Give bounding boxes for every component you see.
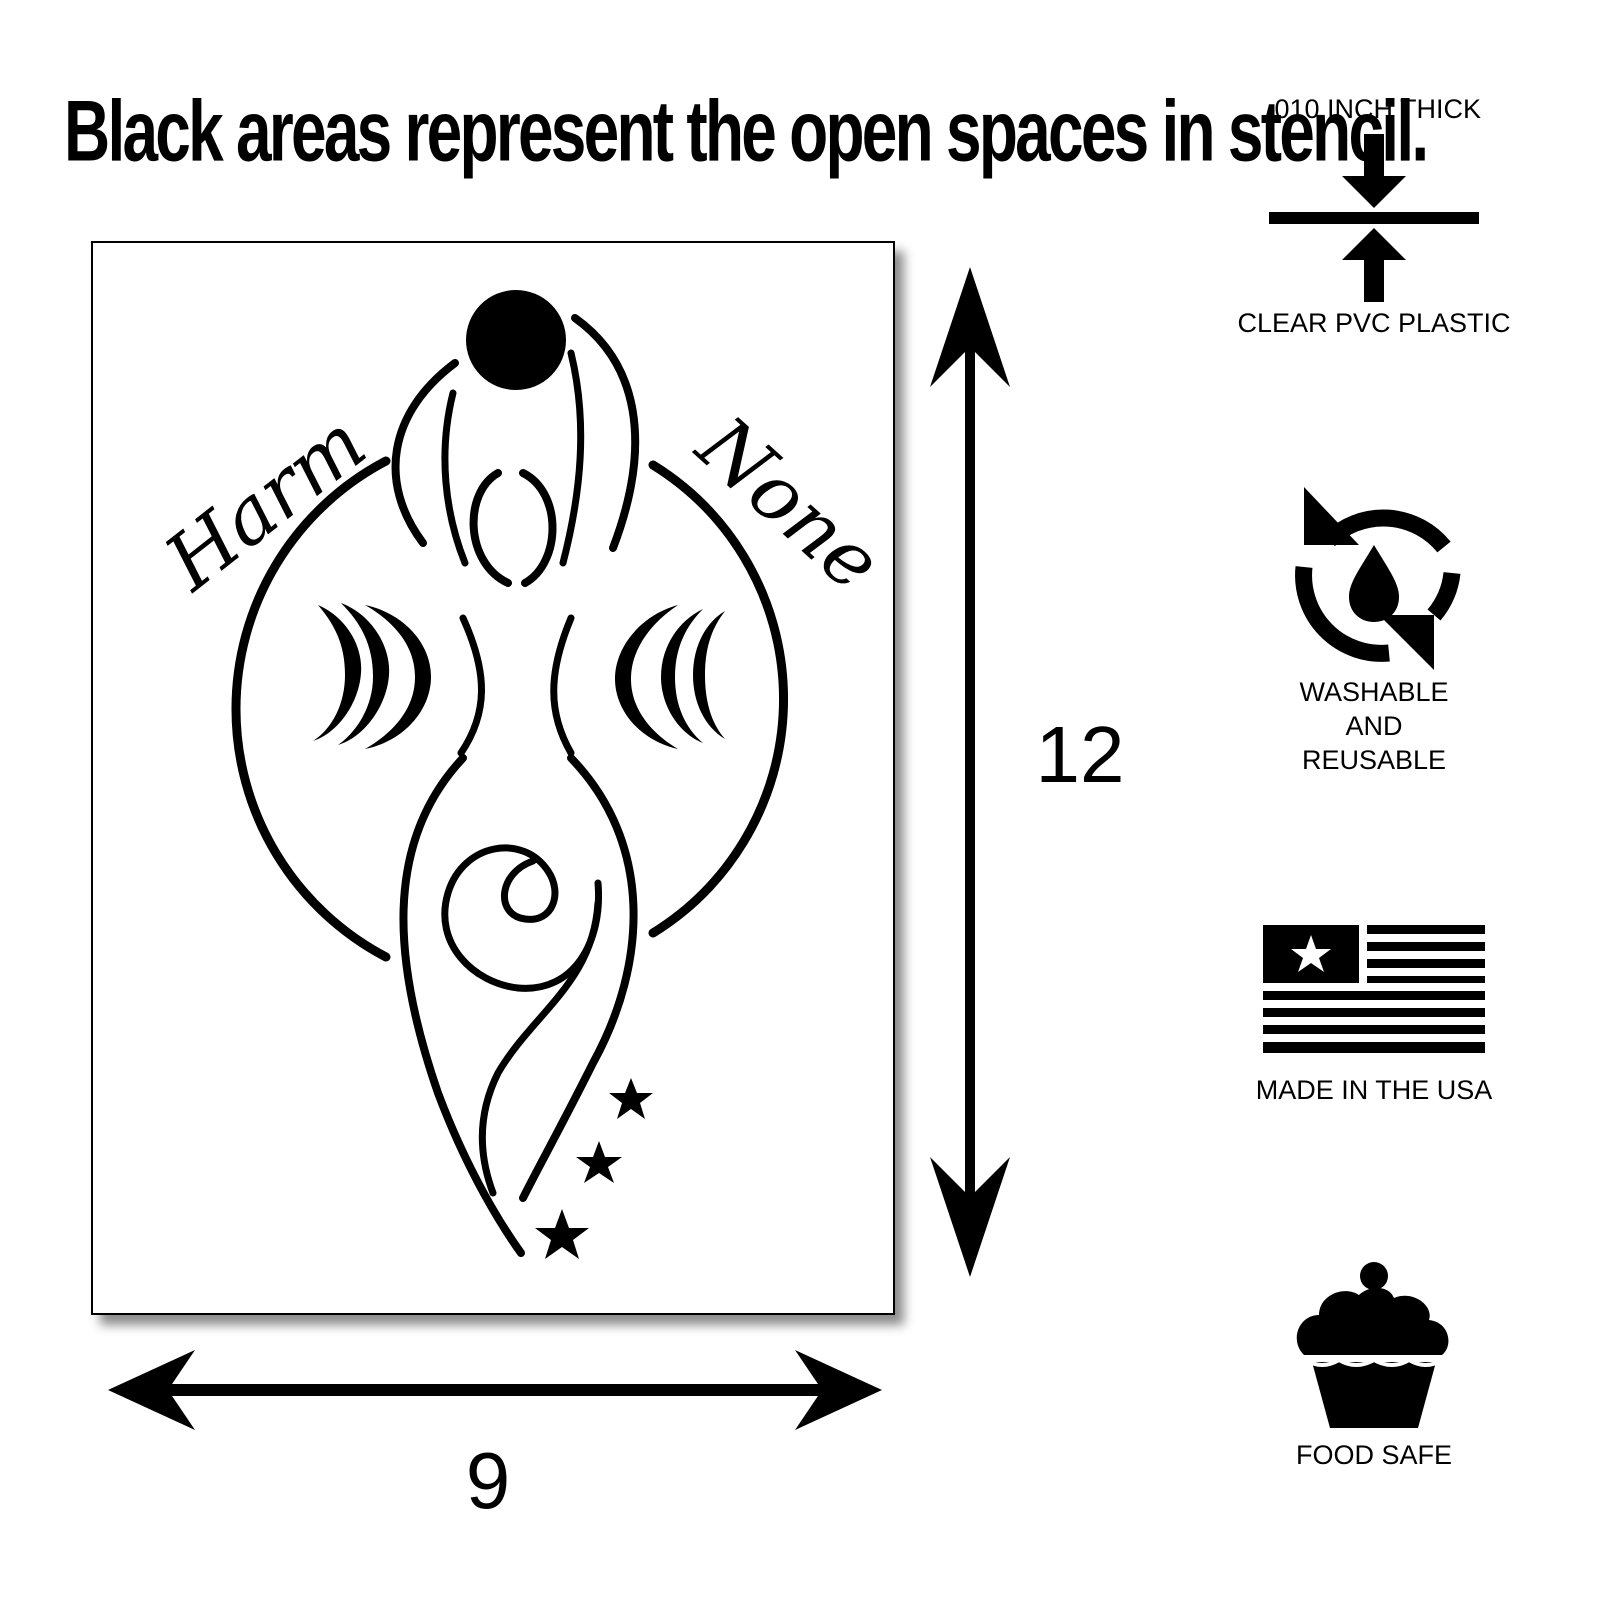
arm-left-inner (441, 389, 469, 567)
feature-thickness: .010 INCH THICK CLEAR PVC PLASTIC (1224, 92, 1524, 340)
head-circle (466, 290, 566, 390)
feature-usa: MADE IN THE USA (1224, 925, 1524, 1107)
thickness-arrows-icon (1269, 134, 1479, 302)
stencil-sheet: Harm None (91, 241, 895, 1315)
star-medium (576, 1141, 622, 1183)
food-text: FOOD SAFE (1295, 1440, 1452, 1470)
circle-arc-left (231, 456, 391, 962)
spiral-tail (478, 899, 602, 1197)
usa-text: MADE IN THE USA (1255, 1075, 1493, 1105)
moon-right-3 (693, 611, 725, 739)
washable-line-1: WASHABLE (1299, 677, 1449, 707)
spiral (441, 844, 603, 992)
moon-left-3 (365, 605, 431, 749)
moon-left-2 (338, 603, 390, 745)
material-text: CLEAR PVC PLASTIC (1237, 308, 1511, 338)
body-left (399, 754, 525, 1257)
arm-right-inner (559, 349, 585, 567)
feature-food: FOOD SAFE (1224, 1260, 1524, 1472)
headline: Black areas represent the open spaces in… (64, 82, 1429, 179)
goddess-stencil-artwork: Harm None (148, 290, 893, 1259)
moon-right-2 (661, 609, 703, 743)
waist-right (550, 614, 575, 757)
width-label: 9 (465, 1436, 511, 1525)
none-text: None (679, 399, 893, 609)
moon-right-1 (615, 605, 678, 749)
height-label: 12 (1035, 710, 1125, 799)
width-dimension-arrow (108, 1350, 882, 1430)
flag-icon (1263, 925, 1485, 1053)
circle-arc-right (648, 460, 788, 938)
waist-left (457, 614, 485, 757)
washable-line-2: AND (1345, 711, 1403, 741)
height-dimension-arrow (930, 267, 1010, 1277)
washable-line-3: REUSABLE (1301, 745, 1447, 775)
arm-right-outer (571, 314, 640, 552)
star-large (535, 1209, 589, 1259)
body-right (519, 754, 638, 1202)
moon-left-1 (313, 605, 362, 741)
feature-washable: WASHABLE AND REUSABLE (1224, 485, 1524, 777)
arm-left-outer (391, 359, 459, 547)
torso-oval-right (519, 469, 557, 587)
recycle-drop-icon (1295, 487, 1461, 670)
thickness-text: .010 INCH THICK (1266, 94, 1482, 124)
torso-oval-left (469, 469, 512, 587)
star-small (609, 1078, 653, 1119)
cupcake-icon (1296, 1262, 1449, 1428)
